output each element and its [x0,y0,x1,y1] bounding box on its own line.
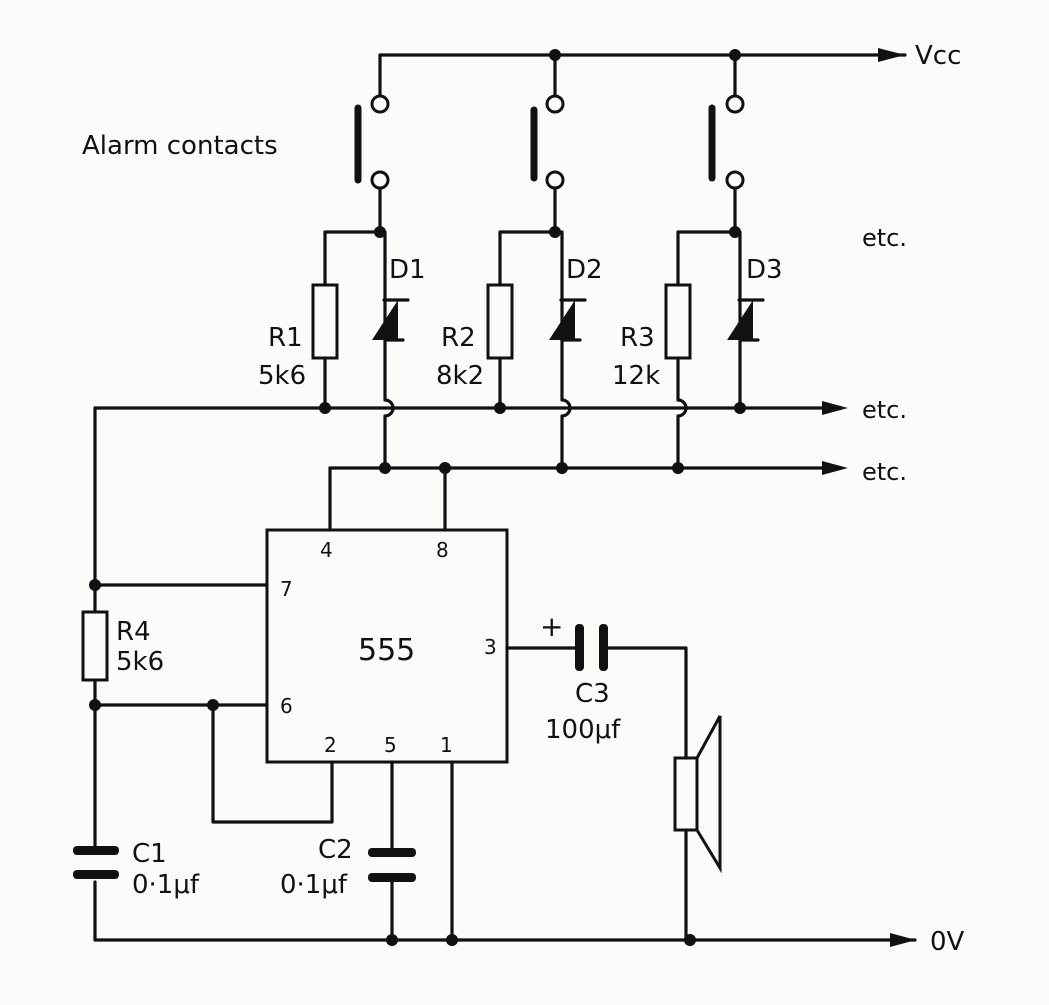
pin-5: 5 [384,733,397,757]
etc-label-resistor-bus: etc. [862,396,907,424]
r3-value: 12k [612,361,660,391]
r1-name: R1 [268,323,303,353]
diode-d2 [549,298,587,342]
capacitor-c1 [73,846,119,879]
pin-1: 1 [440,733,453,757]
resistor-r3 [664,283,692,360]
c1-name: C1 [132,839,167,869]
output-wiring [505,646,688,942]
alarm-contacts-label: Alarm contacts [82,131,278,161]
pin-3: 3 [484,635,497,659]
capacitor-c2-wiring [390,760,454,942]
r4-value: 5k6 [116,647,164,677]
branch-2-wiring [498,186,572,470]
capacitor-c2 [368,848,416,882]
c3-value: 100μf [545,715,621,745]
pin-7: 7 [280,577,293,601]
vcc-label: Vcc [915,41,961,71]
d1-label: D1 [389,255,426,285]
c3-polarity: + [540,610,563,643]
vcc-rail [378,48,907,96]
diode-d3 [727,298,765,342]
r4-name: R4 [116,617,151,647]
resistor-r2 [486,283,514,360]
ic-555 [265,528,509,764]
speaker-icon [673,715,722,874]
capacitor-c3 [575,624,608,671]
pin-4: 4 [320,538,333,562]
alarm-contact-3 [708,94,745,190]
pin-2: 2 [324,733,337,757]
timing-network [89,406,692,942]
etc-label-top: etc. [862,224,907,252]
diode-bus [328,461,848,532]
c3-name: C3 [575,679,610,709]
d2-label: D2 [566,255,603,285]
resistor-r4 [81,610,109,682]
c1-value: 0·1μf [132,870,200,900]
r2-value: 8k2 [436,361,484,391]
c2-value: 0·1μf [280,870,348,900]
ground-rail [386,933,917,947]
resistor-bus [93,401,848,415]
c2-name: C2 [318,835,353,865]
alarm-contact-2 [530,94,565,190]
branch-3-wiring [676,186,742,470]
diode-d1 [372,298,410,342]
etc-label-diode-bus: etc. [862,458,907,486]
r2-name: R2 [441,323,476,353]
vcc-arrow [878,48,905,62]
ic-label: 555 [358,633,415,668]
pin-6: 6 [280,694,293,718]
d3-label: D3 [746,255,783,285]
r3-name: R3 [620,323,655,353]
resistor-r1 [311,283,339,360]
ov-label: 0V [930,927,965,957]
pin-8: 8 [436,538,449,562]
r1-value: 5k6 [258,361,306,391]
alarm-contact-1 [354,94,390,190]
